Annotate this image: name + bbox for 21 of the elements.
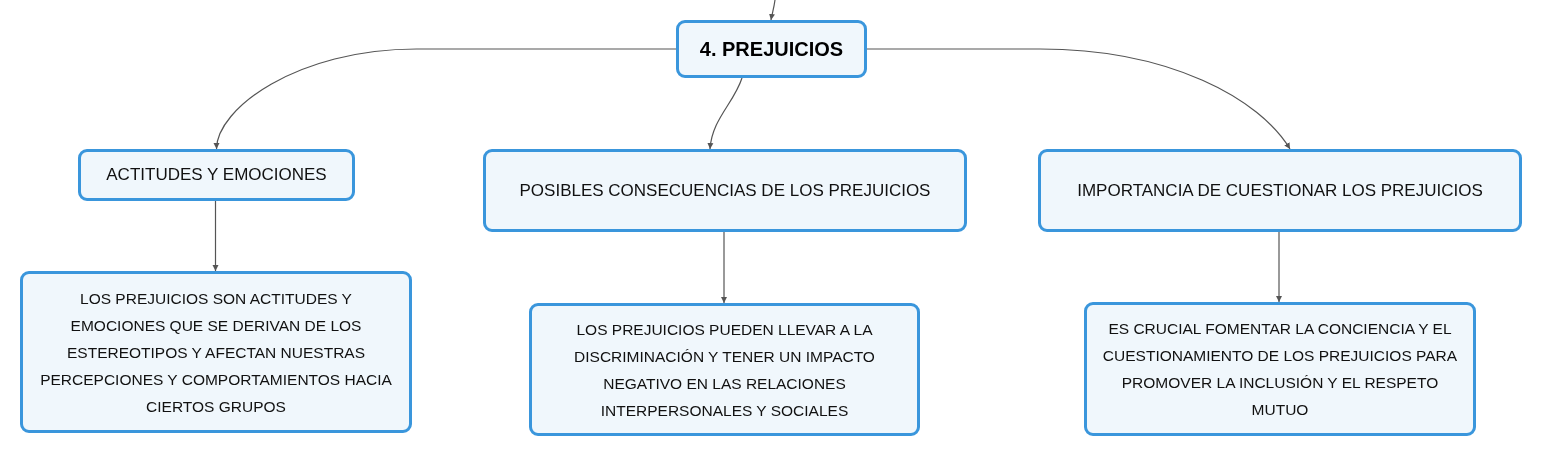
connector-arrow xyxy=(769,0,776,21)
node-text: ACTITUDES Y EMOCIONES xyxy=(106,164,327,187)
description-box xyxy=(20,271,412,433)
connector-arrow xyxy=(707,77,743,150)
connector-arrow xyxy=(214,48,677,150)
topic-box xyxy=(676,20,867,78)
connector-arrow xyxy=(721,231,727,304)
subtopic-box xyxy=(78,149,355,201)
node-text: 4. PREJUICIOS xyxy=(699,37,844,62)
description-box xyxy=(1084,302,1476,436)
node-text: LOS PREJUICIOS PUEDEN LLEVAR A LA DISCRIMINACIÓN Y TENER UN IMPACTO NEGATIVO EN LAS RELACIONES INTERPERSONALES Y SOCIALES xyxy=(573,319,876,421)
node-text: ES CRUCIAL FOMENTAR LA CONCIENCIA Y EL CUESTIONAMIENTO DE LOS PREJUICIOS PARA PROMOVER LA INCLUSIÓN Y EL RESPETO MUTUO xyxy=(1101,319,1459,420)
subtopic-box xyxy=(483,149,967,232)
connector-arrow xyxy=(866,48,1291,150)
connector-arrow xyxy=(1276,231,1282,303)
node-text: IMPORTANCIA DE CUESTIONAR LOS PREJUICIOS xyxy=(1077,179,1483,202)
node-text: POSIBLES CONSECUENCIAS DE LOS PREJUICIOS xyxy=(519,179,931,202)
node-text: LOS PREJUICIOS SON ACTITUDES Y EMOCIONES QUE SE DERIVAN DE LOS ESTEREOTIPOS Y AFECTAN NUESTRAS PERCEPCIONES Y COMPORTAMIENTOS HACIA CIERTOS GRUPOS xyxy=(39,288,393,417)
subtopic-box xyxy=(1038,149,1522,232)
connector-arrow xyxy=(212,200,219,272)
description-box xyxy=(529,303,920,436)
